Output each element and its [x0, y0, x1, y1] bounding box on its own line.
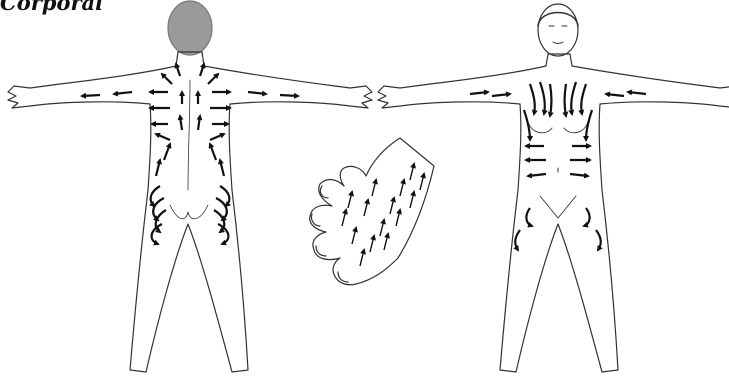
- groin-line: [540, 196, 576, 218]
- hand-outline: [310, 138, 434, 285]
- face-mouth: [553, 42, 563, 44]
- hand-figure: [310, 138, 434, 285]
- finger-nail: [316, 246, 326, 256]
- spine-line: [188, 80, 190, 190]
- front-body-figure: [378, 4, 729, 372]
- buttock-crease: [170, 205, 208, 219]
- hair-outline: [538, 13, 578, 27]
- head-hair: [168, 1, 212, 55]
- back-body-figure: [8, 1, 372, 372]
- hand-massage-arrows: [342, 164, 424, 266]
- breast-line: [528, 122, 588, 133]
- finger-nail: [338, 272, 348, 282]
- finger-nail: [320, 186, 328, 198]
- finger-nail: [311, 214, 320, 226]
